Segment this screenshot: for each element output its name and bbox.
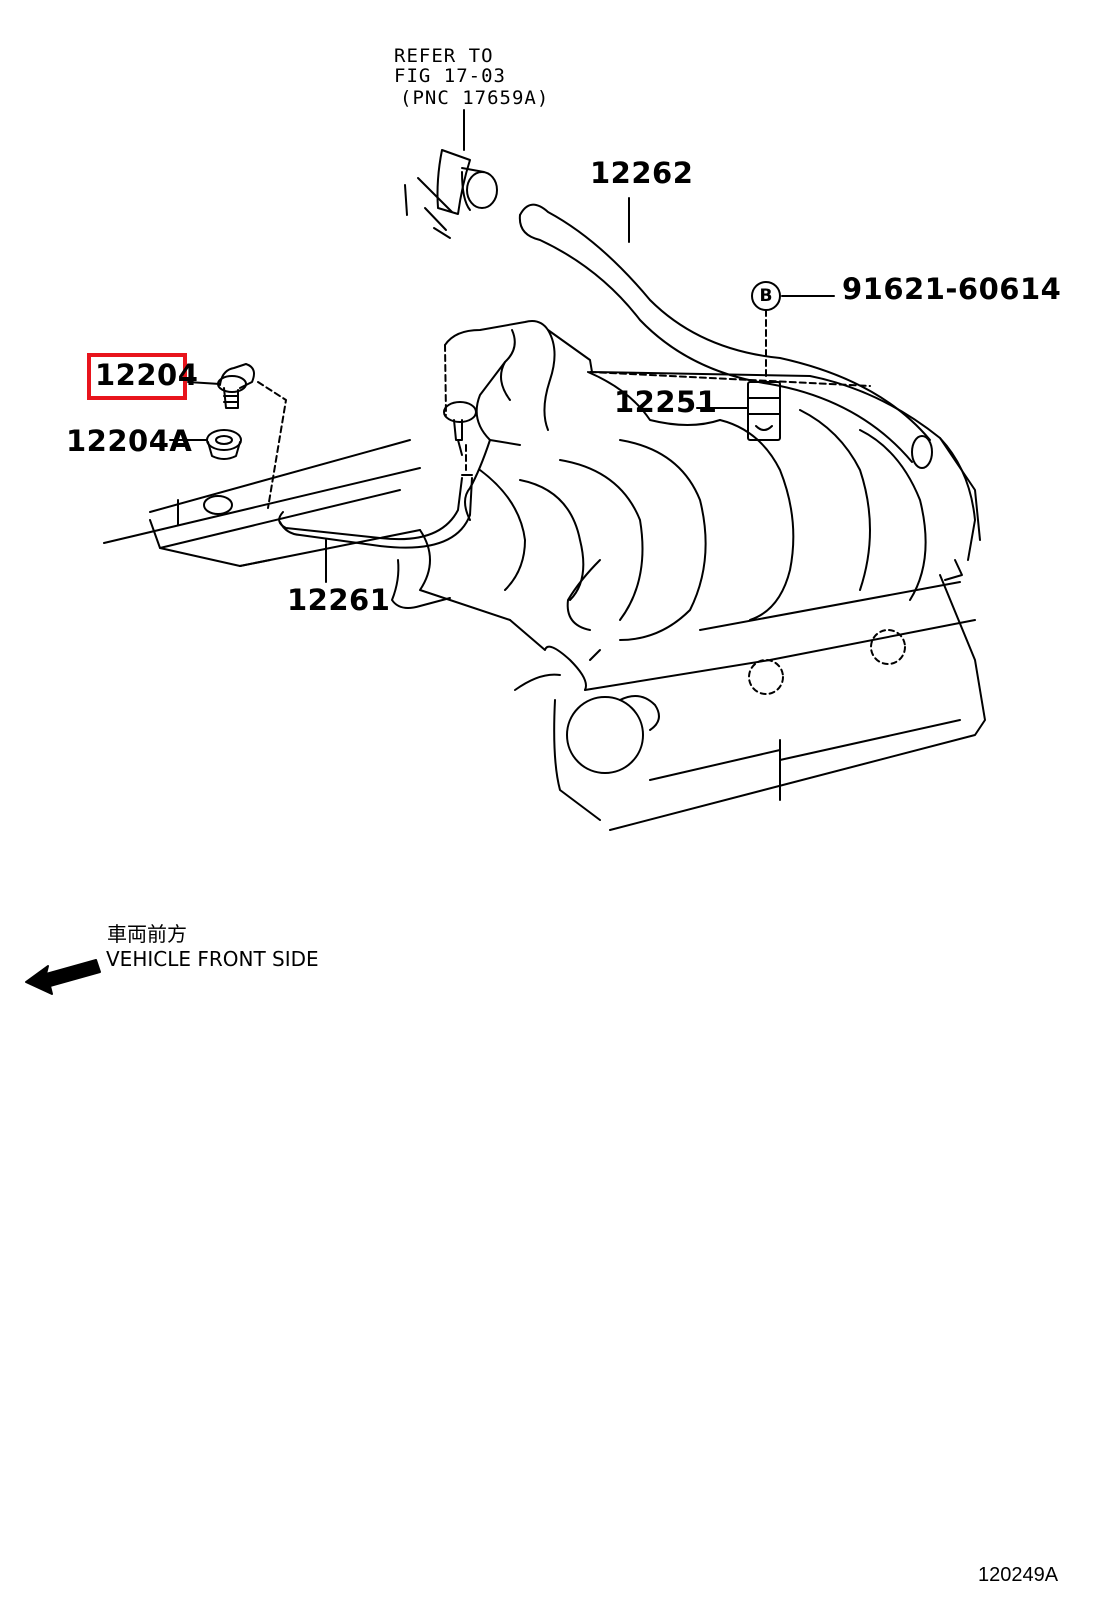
reference-line-2: FIG 17-03 <box>394 65 506 87</box>
highlight-box <box>87 353 187 400</box>
hose-12261 <box>278 474 473 583</box>
vehicle-front-arrow-icon <box>25 959 101 995</box>
grommet-12204A <box>169 429 242 460</box>
reference-line-1: REFER TO <box>394 45 494 67</box>
figure-id: 120249A <box>978 1564 1059 1586</box>
part-label-12261[interactable]: 12261 <box>287 583 391 617</box>
valve-12251 <box>696 381 781 441</box>
part-label-12251[interactable]: 12251 <box>614 385 718 419</box>
direction-label-en: VEHICLE FRONT SIDE <box>106 947 319 971</box>
part-label-91621-60614[interactable]: 91621-60614 <box>842 272 1062 306</box>
bolt-marker-b: B <box>751 281 781 311</box>
pcv-valve-12204 <box>187 363 255 409</box>
part-label-12204A[interactable]: 12204A <box>66 424 193 458</box>
engine-block <box>103 439 986 831</box>
reference-line-3: (PNC 17659A) <box>400 87 550 109</box>
hose-12262 <box>518 197 933 469</box>
reference-fitting <box>404 109 498 239</box>
part-label-12262[interactable]: 12262 <box>590 156 694 190</box>
connection-lines <box>257 344 871 509</box>
manifold-fitting <box>443 401 477 456</box>
intake-manifold <box>391 320 981 641</box>
part-label-12204[interactable]: 12204 <box>95 358 199 392</box>
direction-label-jp: 車両前方 <box>107 922 187 946</box>
